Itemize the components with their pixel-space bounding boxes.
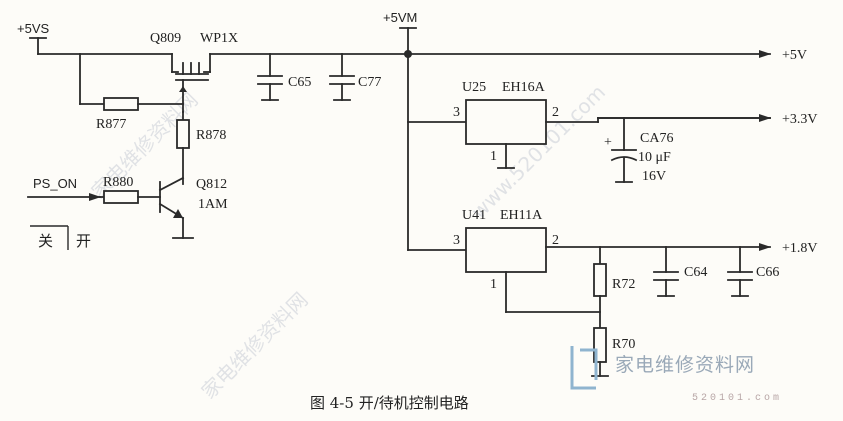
u25-regulator [407, 99, 771, 169]
q812-label: Q812 [196, 177, 227, 192]
r877-resistor [79, 53, 184, 111]
c66-capacitor [727, 246, 753, 297]
c77-capacitor [329, 53, 355, 101]
out-5v-label: +5V [782, 48, 807, 63]
c77-label: C77 [358, 75, 381, 90]
c64-label: C64 [684, 265, 707, 280]
q809-mosfet [171, 53, 211, 113]
ca76-value: 10 μF [638, 150, 671, 165]
u41-regulator [407, 227, 771, 313]
watermark-logo-icon [570, 346, 596, 390]
r72-resistor [593, 246, 607, 329]
r877-label: R877 [96, 117, 126, 132]
u25-pin-out: 2 [552, 105, 559, 120]
u41-label: U41 [462, 208, 486, 223]
ca76-label: CA76 [640, 131, 673, 146]
c65-capacitor [257, 53, 283, 101]
u25-pin-gnd: 1 [490, 149, 497, 164]
switch-bracket [30, 225, 69, 250]
r878-resistor [176, 111, 190, 185]
ps-on-input [27, 190, 161, 204]
r70-label: R70 [612, 337, 635, 352]
watermark-logo: 家电维修资料网 520101.com [570, 346, 782, 404]
ca76-capacitor [610, 117, 638, 183]
watermark-brand: 家电维修资料网 [615, 354, 755, 376]
ca76-polarity: + [604, 135, 612, 150]
diag-watermark-text-3: 家电维修资料网 [197, 288, 313, 404]
u25-label: U25 [462, 80, 486, 95]
u41-pin-in: 3 [453, 233, 460, 248]
watermark-url: 520101.com [692, 393, 782, 404]
ps-on-label: PS_ON [33, 176, 77, 191]
q809-label: Q809 [150, 31, 181, 46]
out-3v3-label: +3.3V [782, 112, 818, 127]
r70-resistor [591, 327, 609, 377]
q809-type-label: WP1X [200, 31, 238, 46]
out-1v8-label: +1.8V [782, 241, 818, 256]
c64-capacitor [653, 246, 679, 297]
r878-label: R878 [196, 128, 226, 143]
q812-type-label: 1AM [198, 197, 228, 212]
u41-type-label: EH11A [500, 208, 543, 223]
vm5-label: +5VM [383, 10, 417, 25]
r72-label: R72 [612, 277, 635, 292]
q812-transistor [158, 176, 194, 239]
u41-pin-adj: 1 [490, 277, 497, 292]
c66-label: C66 [756, 265, 779, 280]
main-rail [29, 27, 771, 58]
vs5-label: +5VS [17, 21, 49, 36]
u25-pin-in: 3 [453, 105, 460, 120]
figure-caption: 图 4-5 开/待机控制电路 [310, 394, 469, 412]
u41-pin-out: 2 [552, 233, 559, 248]
u25-type-label: EH16A [502, 80, 546, 95]
r880-label: R880 [103, 175, 133, 190]
c65-label: C65 [288, 75, 311, 90]
switch-on-label: 开 [76, 232, 91, 250]
ca76-voltage: 16V [642, 169, 666, 184]
switch-off-label: 关 [38, 232, 53, 250]
